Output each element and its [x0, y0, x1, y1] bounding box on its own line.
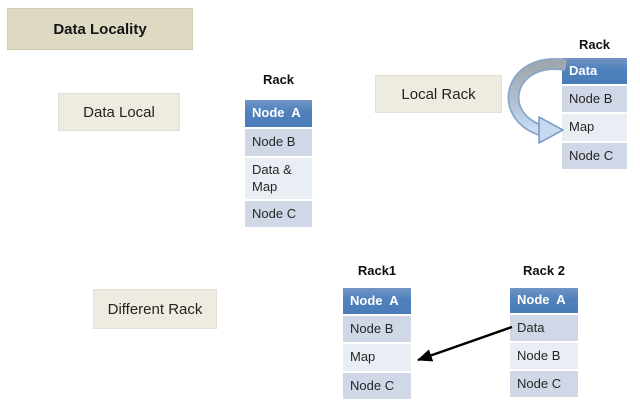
rack-table-title: Rack: [578, 37, 611, 52]
table-row: Node C: [562, 143, 627, 169]
page-title: Data Locality: [7, 8, 193, 50]
table-row: Node B: [343, 316, 411, 342]
table-row: Node B: [245, 129, 312, 156]
rack-table-local-rack: Data Node B Map Node C: [562, 58, 627, 169]
rack-table-data-local: Node A Node B Data & Map Node C: [245, 100, 312, 227]
label-local-rack: Local Rack: [375, 75, 502, 113]
rack-table-title: Rack1: [357, 263, 397, 278]
page-title-text: Data Locality: [53, 20, 147, 38]
table-row: Map: [562, 114, 627, 141]
label-data-local: Data Local: [58, 93, 180, 131]
label-data-local-text: Data Local: [83, 103, 155, 121]
label-different-rack: Different Rack: [93, 289, 217, 329]
table-row: Node C: [510, 371, 578, 397]
rack-table-rack1: Node A Node B Map Node C: [343, 288, 411, 399]
table-row: Data: [510, 315, 578, 341]
curved-arrow-icon: [507, 58, 567, 144]
table-header-row: Node A: [245, 100, 312, 127]
rack-table-rack2: Node A Data Node B Node C: [510, 288, 578, 397]
label-local-rack-text: Local Rack: [401, 85, 476, 103]
table-row: Map: [343, 344, 411, 371]
table-row: Node B: [562, 86, 627, 112]
table-header-row: Node A: [510, 288, 578, 313]
rack-table-title: Rack 2: [523, 263, 565, 278]
label-different-rack-text: Different Rack: [107, 300, 203, 318]
table-row: Data & Map: [245, 158, 312, 199]
straight-arrow-icon: [416, 325, 513, 362]
rack-table-title: Rack: [262, 72, 295, 87]
table-row: Node B: [510, 343, 578, 369]
table-row: Node C: [245, 201, 312, 227]
table-row: Node C: [343, 373, 411, 399]
table-header-row: Node A: [343, 288, 411, 314]
table-header-row: Data: [562, 58, 627, 84]
